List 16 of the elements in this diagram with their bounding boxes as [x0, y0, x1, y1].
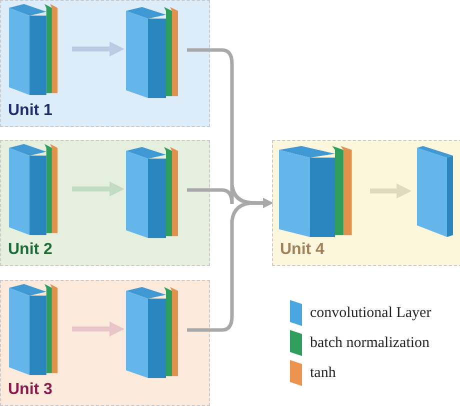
arrow	[72, 182, 124, 196]
arrow	[72, 42, 124, 56]
unit-label: Unit 2	[8, 241, 52, 259]
unit-panel	[0, 0, 210, 127]
arrow	[370, 184, 412, 198]
arrow	[187, 198, 274, 332]
unit-label: Unit 4	[280, 241, 324, 259]
legend-label: convolutional Layer	[310, 304, 432, 322]
unit-label: Unit 1	[8, 102, 52, 120]
unit-panel	[272, 140, 460, 266]
unit-panel	[0, 280, 210, 406]
unit-label: Unit 3	[8, 381, 52, 399]
legend-label: tanh	[310, 364, 336, 382]
unit-panel	[0, 140, 210, 266]
legend-label: batch normalization	[310, 334, 430, 352]
arrow	[72, 322, 124, 336]
